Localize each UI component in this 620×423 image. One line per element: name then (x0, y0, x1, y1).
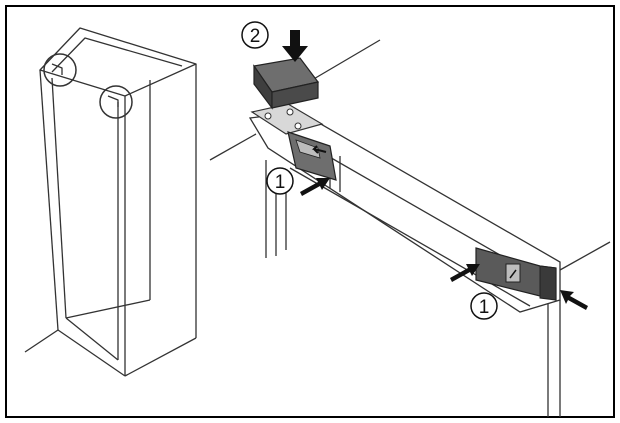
callout-1-upper: 1 (266, 167, 294, 195)
right-wall-line (559, 241, 611, 271)
callout-2: 2 (241, 21, 269, 49)
inner-bottom-front (65, 317, 119, 361)
press-arrow-upper-icon (300, 178, 330, 196)
diagram-frame (5, 5, 615, 418)
callout-1-lower-label: 1 (479, 297, 490, 318)
cabinet-overview (24, 27, 197, 377)
plate-screw-1 (264, 112, 272, 120)
cover-block (252, 57, 320, 110)
inner-left-edge (51, 77, 67, 319)
callout-1-upper-circle (266, 167, 294, 195)
callout-1-upper-label: 1 (275, 172, 286, 193)
detail-hinge-marks (51, 63, 119, 107)
callout-2-label: 2 (250, 26, 261, 47)
cabinet-left-edge (39, 69, 59, 331)
lower-clip-latch (509, 269, 517, 279)
down-arrow-icon (282, 30, 308, 62)
ceiling-line (311, 39, 381, 81)
detail-circle-left (43, 53, 77, 87)
upper-clip-slide-arrow (312, 145, 327, 154)
press-arrow-lower-right-icon (560, 290, 588, 310)
callout-2-circle (241, 21, 269, 49)
cabinet-top-rim (51, 37, 183, 73)
inner-bottom-back (65, 299, 151, 319)
plate-screw-3 (294, 122, 302, 130)
upper-clip (287, 131, 337, 181)
plate-screw-2 (286, 108, 294, 116)
press-arrows (282, 30, 588, 310)
lower-clip-end (539, 265, 557, 301)
cabinet-bottom-right (124, 337, 197, 377)
lower-clip (475, 247, 557, 301)
cover-block-front (271, 81, 319, 109)
upper-clip-face (295, 139, 321, 159)
floor-line (24, 329, 59, 353)
callout-1-lower-circle (470, 292, 498, 320)
press-arrow-lower-left-icon (450, 264, 480, 282)
detail-view: 2 1 1 (209, 21, 611, 417)
callout-1-lower: 1 (470, 292, 498, 320)
wall-line (209, 133, 257, 161)
cabinet-bottom-front (57, 329, 126, 377)
detail-circle-right (99, 85, 133, 119)
